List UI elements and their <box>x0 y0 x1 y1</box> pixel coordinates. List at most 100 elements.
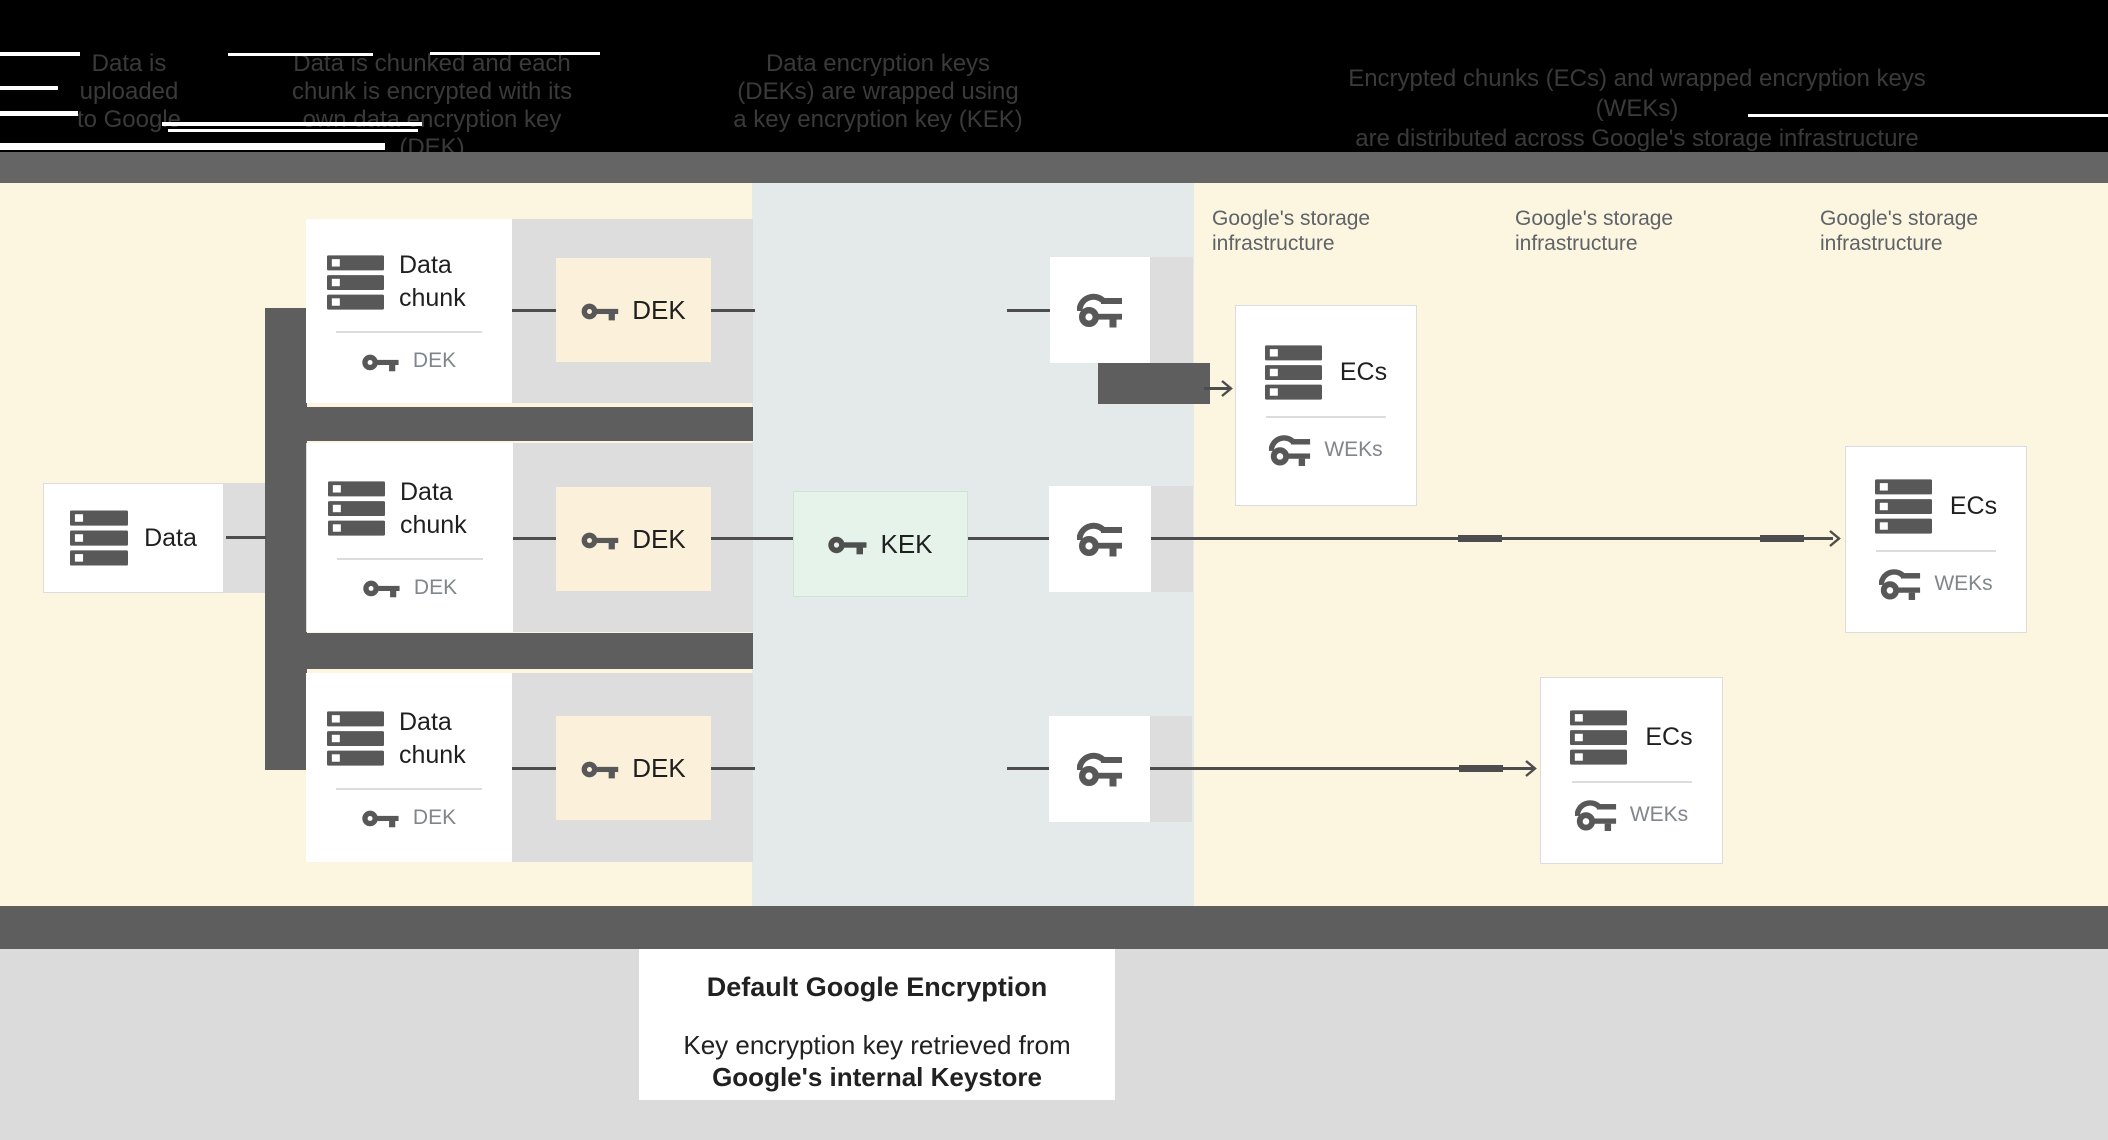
connector-dek3-band <box>711 767 755 770</box>
key-icon <box>828 532 868 556</box>
arrowhead-ecs1 <box>1220 379 1234 398</box>
weks-label: WEKs <box>1934 572 1993 595</box>
data-chunk-card: Data chunk DEK <box>306 673 512 862</box>
storage-label-line: Google's storage <box>1212 207 1371 230</box>
data-chunk-card: Data chunk DEK <box>306 219 512 403</box>
ecs-box: ECs WEKs <box>1845 446 2027 633</box>
connector-dek2-kek <box>711 537 793 540</box>
wrapped-key-box <box>1050 257 1150 363</box>
diagram-canvas: Data Data chunk DEK <box>0 183 2108 906</box>
redaction-streak <box>0 143 385 150</box>
data-box-label: Data <box>144 523 197 552</box>
arrow-line-thick-segment <box>1760 535 1804 542</box>
key-icon <box>581 757 620 780</box>
header-step-3: Data encryption keys (DEKs) are wrapped … <box>728 50 1028 134</box>
redaction-streak <box>168 129 418 132</box>
ecs-label: ECs <box>1645 723 1693 751</box>
dek-key-icon <box>363 576 401 599</box>
wrapped-key-icon <box>1076 750 1123 788</box>
data-chunk-label: Data chunk <box>399 707 466 769</box>
storage-label-line: infrastructure <box>1515 232 1638 255</box>
storage-label-line: infrastructure <box>1212 232 1335 255</box>
weks-label: WEKs <box>1324 438 1383 461</box>
header-step-1-line: uploaded <box>79 78 179 105</box>
data-chunk-server-icon <box>328 480 385 537</box>
ecs-server-icon <box>1570 709 1628 766</box>
wrapped-key-icon <box>1077 291 1123 329</box>
redacted-header: Data is uploaded to Google Data is chunk… <box>0 0 2108 161</box>
weks-key-icon <box>1879 567 1921 601</box>
data-server-icon <box>70 509 129 567</box>
data-chunk-server-icon <box>327 254 384 311</box>
header-step-4: Encrypted chunks (ECs) and wrapped encry… <box>1307 64 1967 154</box>
wrapped-key-icon <box>1077 520 1123 558</box>
storage-infrastructure-label: Google's storage infrastructure <box>1820 206 2010 256</box>
key-icon <box>581 528 620 551</box>
card-divider <box>337 557 483 560</box>
storage-label-line: Google's storage <box>1820 207 1979 230</box>
header-step-1: Data is uploaded to Google <box>64 50 194 134</box>
dark-separator-bar <box>0 906 2108 949</box>
chunk-trunk-connector <box>265 308 307 770</box>
redaction-streak <box>0 111 78 116</box>
caption-line: Key encryption key retrieved from <box>683 1030 1071 1060</box>
weks-label: WEKs <box>1629 803 1689 826</box>
connector-chunk2-dek2 <box>513 537 556 540</box>
chunk-row-separator-bar <box>265 633 753 669</box>
redaction-streak <box>0 52 80 56</box>
arrowhead-ecs2 <box>1828 529 1842 548</box>
data-box: Data <box>43 483 224 593</box>
data-chunk-card: Data chunk DEK <box>307 443 513 632</box>
header-step-2-line: chunk is encrypted with its <box>291 78 573 105</box>
arrow-line-thick-segment <box>1458 535 1502 542</box>
ecs-label: ECs <box>1949 492 1998 520</box>
arrow-line-ecs3 <box>1150 767 1533 770</box>
header-step-4-line: are distributed across Google's storage … <box>1355 125 1919 152</box>
gray-separator-bar <box>0 152 2108 183</box>
dek-small-label: DEK <box>412 349 457 372</box>
arrowhead-ecs3 <box>1524 759 1538 778</box>
caption-box: Default Google Encryption Key encryption… <box>639 949 1115 1100</box>
arrow-line-ecs1 <box>1204 387 1230 390</box>
header-step-2-line: own data encryption key (DEK) <box>302 106 562 161</box>
dek-key-icon <box>362 806 400 829</box>
redaction-streak <box>0 86 58 90</box>
ecs-label: ECs <box>1339 358 1388 386</box>
redaction-streak <box>430 52 600 55</box>
storage-label-line: infrastructure <box>1820 232 1943 255</box>
storage-label-line: Google's storage <box>1515 207 1674 230</box>
ecs-box: ECs WEKs <box>1540 677 1723 864</box>
wrapped-chunk-bar <box>1098 363 1210 404</box>
kek-box-label: KEK <box>880 528 933 559</box>
arrow-line-thick-segment <box>1459 765 1503 772</box>
header-step-3-line: (DEKs) are wrapped using <box>737 78 1019 105</box>
header-step-1-line: Data is <box>91 50 167 77</box>
weks-key-icon <box>1574 798 1617 832</box>
storage-infrastructure-label: Google's storage infrastructure <box>1515 206 1705 256</box>
wrapped-key-box <box>1049 486 1151 592</box>
key-icon <box>581 299 620 322</box>
weks-key-icon <box>1269 433 1311 467</box>
data-chunk-label: Data chunk <box>400 477 467 539</box>
ecs-server-icon <box>1874 478 1932 535</box>
connector-kek-keybox2 <box>968 537 1049 540</box>
header-step-1-line: to Google <box>76 106 182 133</box>
keybox-band <box>1150 257 1193 363</box>
redaction-streak <box>1748 114 2108 117</box>
card-divider <box>336 331 482 333</box>
kek-box: KEK <box>793 491 968 597</box>
header-step-3-line: Data encryption keys <box>765 50 991 77</box>
dek-key-icon <box>362 350 400 373</box>
ecs-divider <box>1266 416 1386 418</box>
connector-data-trunk <box>226 536 266 539</box>
caption-line: Google's internal Keystore <box>712 1062 1042 1092</box>
dek-small-label: DEK <box>413 575 458 599</box>
connector-chunk3-dek3 <box>512 767 556 770</box>
ecs-divider <box>1571 781 1692 783</box>
dek-box: DEK <box>556 258 711 362</box>
dek-box: DEK <box>556 487 711 591</box>
connector-chunk1-dek1 <box>512 309 556 312</box>
caption-title: Default Google Encryption <box>706 972 1048 1002</box>
connector-keybox1-stub <box>1007 309 1050 312</box>
